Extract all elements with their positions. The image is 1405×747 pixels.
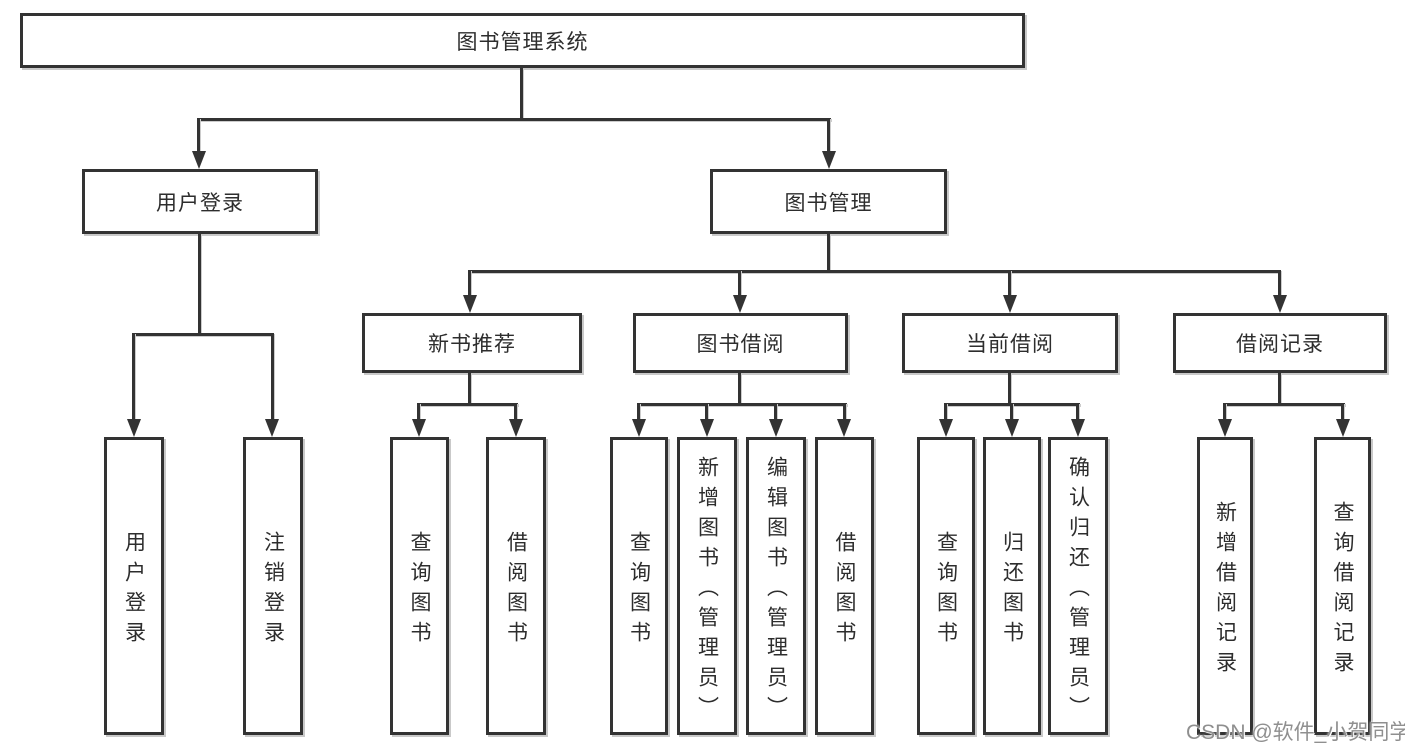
node-leaf-cb-confirm: 确认归还（管理员）: [1048, 437, 1108, 735]
connector-drop-leaf-bb-add: [705, 403, 708, 423]
node-current-borrow: 当前借阅: [902, 313, 1118, 373]
connector-drop-borrow-record: [1278, 270, 1281, 298]
node-leaf-bb-borrow: 借阅图书: [815, 437, 874, 735]
connector-drop-leaf-cb-return: [1010, 403, 1013, 423]
connector-root-stub: [520, 68, 523, 119]
node-leaf-nb-borrow-label: 借阅图书: [504, 530, 528, 651]
arrowhead-book-mgmt: [822, 151, 836, 169]
arrowhead-leaf-cb-confirm: [1071, 419, 1085, 437]
arrowhead-leaf-nb-query: [412, 419, 426, 437]
node-leaf-cb-query: 查询图书: [917, 437, 975, 735]
node-leaf-cb-return-label: 归还图书: [1000, 530, 1024, 651]
node-root: 图书管理系统: [20, 13, 1025, 68]
node-leaf-br-add: 新增借阅记录: [1197, 437, 1253, 735]
node-leaf-cb-confirm-label: 确认归还（管理员）: [1066, 455, 1090, 726]
connector-l1-hbar: [198, 118, 831, 121]
arrowhead-user-login: [192, 151, 206, 169]
node-leaf-bb-borrow-label: 借阅图书: [833, 530, 857, 651]
arrowhead-leaf-nb-borrow: [509, 419, 523, 437]
connector-book-borrow-hbar: [638, 403, 847, 406]
arrowhead-leaf-bb-edit: [769, 419, 783, 437]
node-borrow-record-label: 借阅记录: [1236, 333, 1324, 356]
node-book-mgmt-label: 图书管理: [784, 191, 873, 215]
connector-drop-leaf-br-add: [1223, 403, 1226, 423]
connector-new-book-rec-hbar: [418, 403, 518, 406]
node-new-book-rec: 新书推荐: [362, 313, 582, 373]
node-leaf-bb-query-label: 查询图书: [627, 530, 651, 651]
connector-drop-leaf-br-query: [1341, 403, 1344, 423]
node-leaf-logout: 注销登录: [243, 437, 303, 735]
node-leaf-bb-query: 查询图书: [610, 437, 668, 735]
arrowhead-leaf-bb-borrow: [837, 419, 851, 437]
connector-drop-leaf-nb-borrow: [514, 403, 517, 423]
connector-drop-leaf-nb-query: [417, 403, 420, 423]
connector-drop-current-borrow: [1008, 270, 1011, 298]
connector-user-login-hbar: [133, 333, 274, 336]
connector-borrow-record-hbar: [1223, 403, 1345, 406]
node-leaf-br-add-label: 新增借阅记录: [1213, 500, 1237, 681]
arrowhead-leaf-logout: [265, 419, 279, 437]
node-leaf-nb-borrow: 借阅图书: [486, 437, 546, 735]
node-leaf-cb-query-label: 查询图书: [934, 530, 958, 651]
connector-drop-leaf-logout: [271, 333, 274, 421]
connector-book-borrow-stub: [738, 373, 741, 405]
connector-drop-leaf-bb-query: [637, 403, 640, 423]
connector-drop-leaf-bb-edit: [774, 403, 777, 423]
node-leaf-br-query-label: 查询借阅记录: [1331, 500, 1355, 681]
watermark: CSDN @软件_小贺同学: [1186, 721, 1405, 744]
node-leaf-bb-edit-label: 编辑图书（管理员）: [764, 455, 788, 726]
node-leaf-bb-add: 新增图书（管理员）: [677, 437, 737, 735]
node-leaf-bb-add-label: 新增图书（管理员）: [695, 455, 719, 726]
arrowhead-borrow-record: [1273, 295, 1287, 313]
node-user-login-label: 用户登录: [156, 191, 244, 215]
arrowhead-leaf-bb-query: [632, 419, 646, 437]
connector-drop-leaf-cb-confirm: [1076, 403, 1079, 423]
node-leaf-logout-label: 注销登录: [261, 530, 285, 651]
node-book-borrow-label: 图书借阅: [696, 333, 785, 356]
node-current-borrow-label: 当前借阅: [966, 333, 1054, 356]
node-user-login: 用户登录: [82, 169, 318, 234]
connector-drop-leaf-cb-query: [944, 403, 947, 423]
node-book-borrow: 图书借阅: [633, 313, 848, 373]
connector-borrow-record-stub: [1278, 373, 1281, 405]
arrowhead-current-borrow: [1003, 295, 1017, 313]
arrowhead-leaf-br-query: [1336, 419, 1350, 437]
arrowhead-new-book-rec: [463, 295, 477, 313]
arrowhead-leaf-cb-query: [939, 419, 953, 437]
node-leaf-cb-return: 归还图书: [983, 437, 1041, 735]
connector-book-mgmt-stub: [827, 234, 830, 272]
connector-drop-leaf-bb-borrow: [843, 403, 846, 423]
node-leaf-user-login: 用户登录: [104, 437, 164, 735]
connector-drop-leaf-user-login: [132, 333, 135, 421]
node-borrow-record: 借阅记录: [1173, 313, 1387, 373]
arrowhead-leaf-br-add: [1218, 419, 1232, 437]
node-leaf-br-query: 查询借阅记录: [1314, 437, 1371, 735]
node-leaf-nb-query-label: 查询图书: [408, 530, 432, 651]
connector-l2-hbar: [468, 270, 1281, 273]
connector-drop-new-book-rec: [468, 270, 471, 298]
node-leaf-user-login-label: 用户登录: [122, 530, 146, 651]
connector-drop-user-login: [197, 118, 200, 153]
connector-new-book-rec-stub: [468, 373, 471, 405]
arrowhead-book-borrow: [733, 295, 747, 313]
connector-user-login-stub: [198, 234, 201, 335]
node-book-mgmt: 图书管理: [710, 169, 947, 234]
node-leaf-nb-query: 查询图书: [390, 437, 449, 735]
arrowhead-leaf-bb-add: [700, 419, 714, 437]
arrowhead-leaf-user-login: [127, 419, 141, 437]
connector-drop-book-mgmt: [827, 118, 830, 153]
connector-drop-book-borrow: [738, 270, 741, 298]
node-leaf-bb-edit: 编辑图书（管理员）: [746, 437, 806, 735]
arrowhead-leaf-cb-return: [1005, 419, 1019, 437]
connector-current-borrow-stub: [1008, 373, 1011, 405]
node-new-book-rec-label: 新书推荐: [428, 333, 516, 356]
node-root-label: 图书管理系统: [456, 30, 589, 54]
